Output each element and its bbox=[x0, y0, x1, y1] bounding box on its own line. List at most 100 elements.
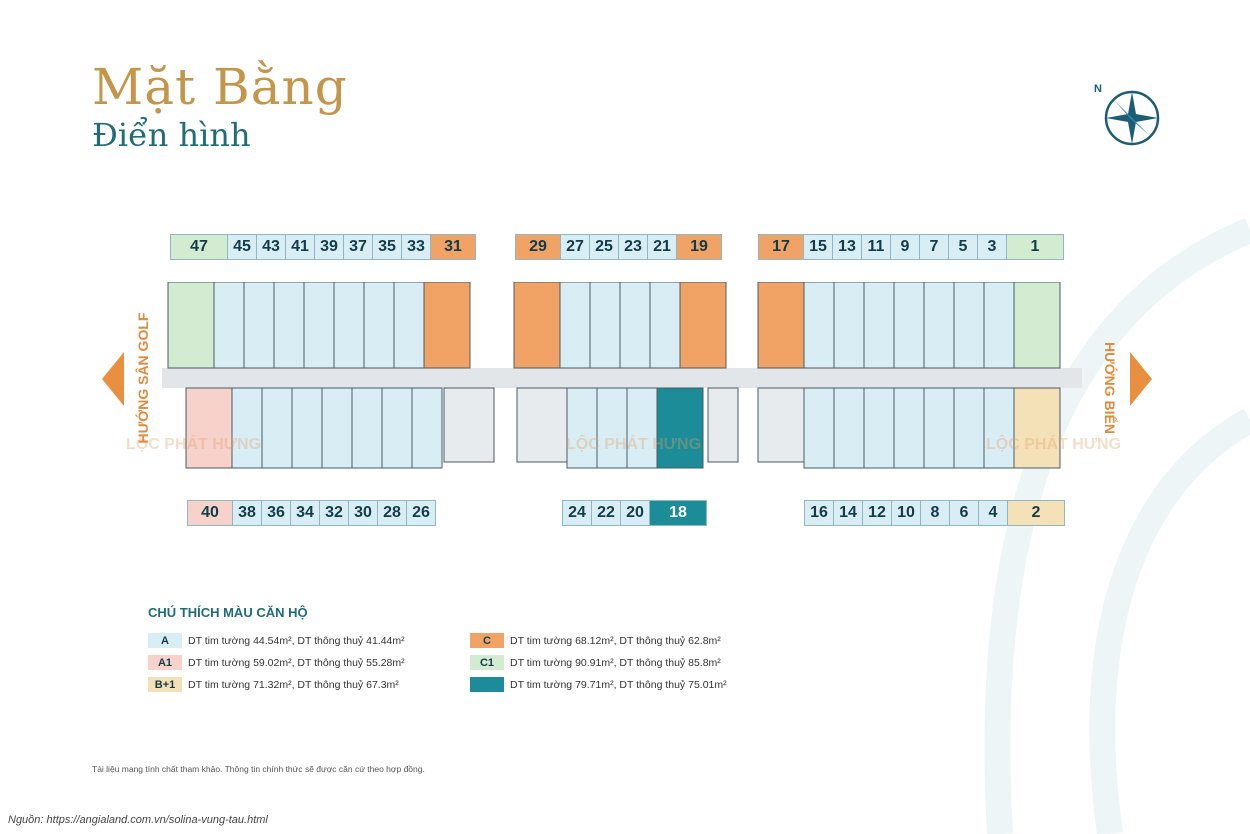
plan-bottom-unit-38 bbox=[231, 387, 263, 469]
unit-label-32[interactable]: 32 bbox=[319, 500, 349, 526]
unit-label-13[interactable]: 13 bbox=[832, 234, 862, 260]
unit-label-28[interactable]: 28 bbox=[377, 500, 407, 526]
unit-label-26[interactable]: 26 bbox=[406, 500, 436, 526]
unit-label-25[interactable]: 25 bbox=[589, 234, 619, 260]
source-link[interactable]: Nguồn: https://angialand.com.vn/solina-v… bbox=[8, 814, 268, 826]
plan-top-unit-9 bbox=[893, 282, 925, 369]
plan-bottom-unit-32 bbox=[321, 387, 353, 469]
unit-label-15[interactable]: 15 bbox=[803, 234, 833, 260]
unit-label-40[interactable]: 40 bbox=[187, 500, 233, 526]
unit-label-24[interactable]: 24 bbox=[562, 500, 592, 526]
plan-bottom-unit-20 bbox=[626, 387, 658, 469]
plan-bottom-unit-12 bbox=[863, 387, 895, 469]
unit-label-20[interactable]: 20 bbox=[620, 500, 650, 526]
plan-top-unit-31 bbox=[423, 282, 471, 369]
unit-label-37[interactable]: 37 bbox=[343, 234, 373, 260]
plan-bottom-unit-36 bbox=[261, 387, 293, 469]
unit-label-7[interactable]: 7 bbox=[919, 234, 949, 260]
legend-swatch: C1 bbox=[470, 655, 504, 670]
unit-label-41[interactable]: 41 bbox=[285, 234, 315, 260]
unit-label-11[interactable]: 11 bbox=[861, 234, 891, 260]
unit-label-29[interactable]: 29 bbox=[515, 234, 561, 260]
unit-label-36[interactable]: 36 bbox=[261, 500, 291, 526]
direction-sea-label: HƯỚNG BIỂN bbox=[1102, 341, 1118, 434]
plan-bottom-unit-10 bbox=[893, 387, 925, 469]
unit-label-33[interactable]: 33 bbox=[401, 234, 431, 260]
unit-label-5[interactable]: 5 bbox=[948, 234, 978, 260]
legend-item: A DT tim tường 44.54m², DT thông thuỷ 41.… bbox=[148, 633, 405, 648]
plan-bottom-unit-16 bbox=[803, 387, 835, 469]
unit-label-1[interactable]: 1 bbox=[1006, 234, 1064, 260]
legend-item: DT tim tường 79.71m², DT thông thuỷ 75.0… bbox=[470, 677, 727, 692]
unit-label-34[interactable]: 34 bbox=[290, 500, 320, 526]
plan-top-unit-41 bbox=[273, 282, 305, 369]
plan-top-unit-23 bbox=[619, 282, 651, 369]
unit-label-47[interactable]: 47 bbox=[170, 234, 228, 260]
unit-label-45[interactable]: 45 bbox=[227, 234, 257, 260]
unit-label-14[interactable]: 14 bbox=[833, 500, 863, 526]
svg-text:N: N bbox=[1094, 83, 1102, 95]
unit-label-4[interactable]: 4 bbox=[978, 500, 1008, 526]
legend-text: DT tim tường 44.54m², DT thông thuỷ 41.4… bbox=[188, 634, 405, 647]
plan-top-unit-1 bbox=[1013, 282, 1061, 369]
plan-core-right bbox=[757, 387, 805, 463]
plan-top-unit-47 bbox=[167, 282, 215, 369]
arrow-right-icon bbox=[1130, 352, 1152, 406]
plan-top-unit-3 bbox=[983, 282, 1015, 369]
unit-label-18[interactable]: 18 bbox=[649, 500, 707, 526]
unit-label-35[interactable]: 35 bbox=[372, 234, 402, 260]
plan-top-unit-39 bbox=[303, 282, 335, 369]
unit-label-12[interactable]: 12 bbox=[862, 500, 892, 526]
unit-label-39[interactable]: 39 bbox=[314, 234, 344, 260]
plan-bottom-unit-24 bbox=[566, 387, 598, 469]
plan-top-unit-27 bbox=[559, 282, 591, 369]
plan-bottom-unit-4 bbox=[983, 387, 1015, 469]
legend-swatch: C bbox=[470, 633, 504, 648]
plan-core-mid-left bbox=[516, 387, 568, 463]
legend-swatch bbox=[470, 677, 504, 692]
unit-label-23[interactable]: 23 bbox=[618, 234, 648, 260]
unit-label-3[interactable]: 3 bbox=[977, 234, 1007, 260]
unit-label-31[interactable]: 31 bbox=[430, 234, 476, 260]
corridor bbox=[162, 368, 1082, 388]
plan-bottom-unit-18 bbox=[656, 387, 704, 469]
unit-label-10[interactable]: 10 bbox=[891, 500, 921, 526]
unit-label-38[interactable]: 38 bbox=[232, 500, 262, 526]
unit-label-16[interactable]: 16 bbox=[804, 500, 834, 526]
plan-bottom-unit-2 bbox=[1013, 387, 1061, 469]
unit-label-8[interactable]: 8 bbox=[920, 500, 950, 526]
plan-top-unit-29 bbox=[513, 282, 561, 369]
unit-label-30[interactable]: 30 bbox=[348, 500, 378, 526]
unit-label-22[interactable]: 22 bbox=[591, 500, 621, 526]
watermark-middle: LỘC PHÁT HƯNG bbox=[566, 436, 702, 453]
unit-label-2[interactable]: 2 bbox=[1007, 500, 1065, 526]
watermark-right: LỘC PHÁT HƯNG bbox=[986, 436, 1122, 453]
plan-top-unit-45 bbox=[213, 282, 245, 369]
unit-label-17[interactable]: 17 bbox=[758, 234, 804, 260]
floor-plan bbox=[162, 282, 1082, 469]
unit-label-9[interactable]: 9 bbox=[890, 234, 920, 260]
plan-top-unit-5 bbox=[953, 282, 985, 369]
unit-label-6[interactable]: 6 bbox=[949, 500, 979, 526]
unit-label-21[interactable]: 21 bbox=[647, 234, 677, 260]
unit-label-43[interactable]: 43 bbox=[256, 234, 286, 260]
plan-top-unit-11 bbox=[863, 282, 895, 369]
plan-top-unit-33 bbox=[393, 282, 425, 369]
plan-bottom-unit-26 bbox=[411, 387, 443, 469]
unit-label-19[interactable]: 19 bbox=[676, 234, 722, 260]
plan-top-unit-13 bbox=[833, 282, 865, 369]
legend-swatch: A bbox=[148, 633, 182, 648]
disclaimer-note: Tài liệu mang tính chất tham khảo. Thông… bbox=[92, 764, 425, 774]
legend-title: CHÚ THÍCH MÀU CĂN HỘ bbox=[148, 605, 308, 620]
watermark-left: LỘC PHÁT HƯNG bbox=[126, 436, 262, 453]
plan-bottom-unit-34 bbox=[291, 387, 323, 469]
unit-label-27[interactable]: 27 bbox=[560, 234, 590, 260]
